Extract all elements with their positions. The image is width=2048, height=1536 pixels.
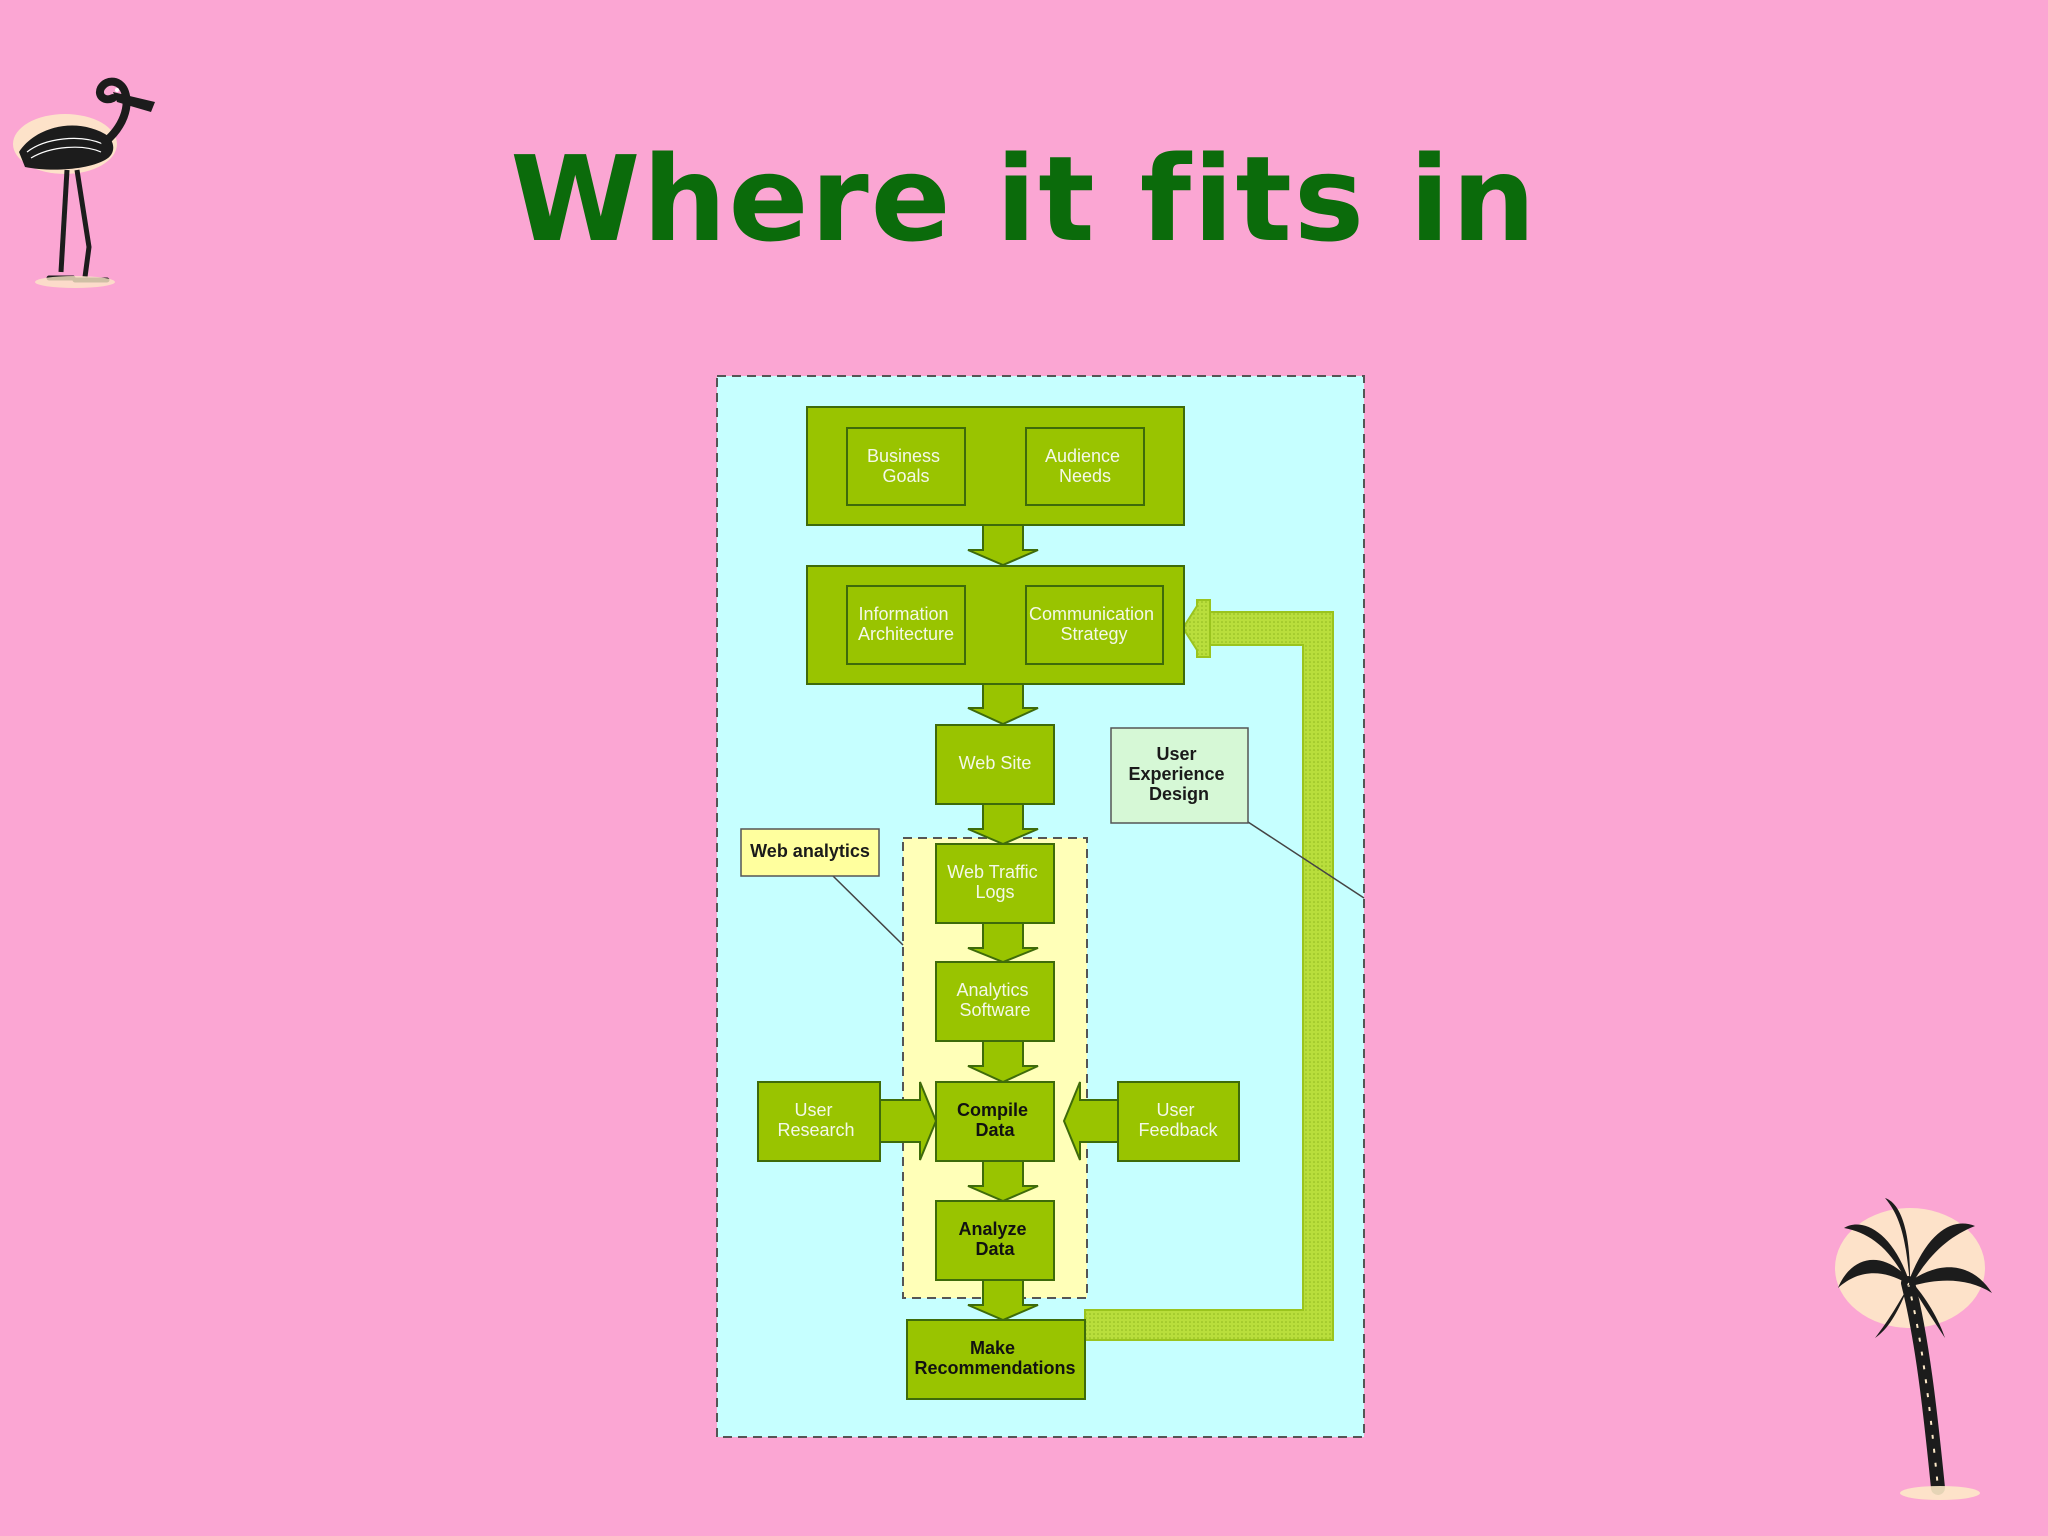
- web-traffic-logs-label: Web Traffic Logs: [947, 862, 1042, 902]
- web-analytics-connector: [832, 875, 904, 946]
- information-architecture-label: Information Architecture: [858, 604, 954, 644]
- feedback-loop-arrow: [1084, 599, 1334, 1341]
- compile-data-box: [935, 1081, 1055, 1162]
- compile-data-label: Compile Data: [957, 1100, 1033, 1140]
- communication-strategy-label: Communication Strategy: [1029, 604, 1159, 644]
- user-feedback-box: [1117, 1081, 1240, 1162]
- make-recommendations-label: Make Recommendations: [914, 1338, 1075, 1378]
- palm-tree-icon: [1835, 1198, 1992, 1500]
- analyze-data-box: [935, 1200, 1055, 1281]
- user-feedback-label: User Feedback: [1138, 1100, 1218, 1140]
- make-recommendations-box: [906, 1319, 1086, 1400]
- flamingo-icon: [13, 77, 155, 288]
- web-traffic-logs-box: [935, 843, 1055, 924]
- flow-arrows: [879, 524, 1119, 1322]
- business-goals-box: [846, 427, 966, 506]
- ux-design-callout-label: User Experience Design: [1128, 744, 1229, 804]
- communication-strategy-box: [1025, 585, 1164, 665]
- audience-needs-label: Audience Needs: [1045, 446, 1125, 486]
- ux-design-callout: [1110, 727, 1249, 824]
- analytics-software-box: [935, 961, 1055, 1042]
- web-site-label: Web Site: [959, 753, 1032, 773]
- audience-needs-box: [1025, 427, 1145, 506]
- business-goals-label: Business Goals: [867, 446, 945, 486]
- information-architecture-box: [846, 585, 966, 665]
- web-site-box: [935, 724, 1055, 805]
- user-research-label: User Research: [777, 1100, 854, 1140]
- ux-connector: [1247, 821, 1365, 899]
- analytics-software-label: Analytics Software: [956, 980, 1033, 1020]
- web-analytics-callout: [740, 828, 880, 877]
- slide-title: Where it fits in: [510, 130, 1538, 268]
- analyze-data-label: Analyze Data: [958, 1219, 1031, 1259]
- user-research-box: [757, 1081, 881, 1162]
- web-analytics-callout-label: Web analytics: [750, 841, 870, 861]
